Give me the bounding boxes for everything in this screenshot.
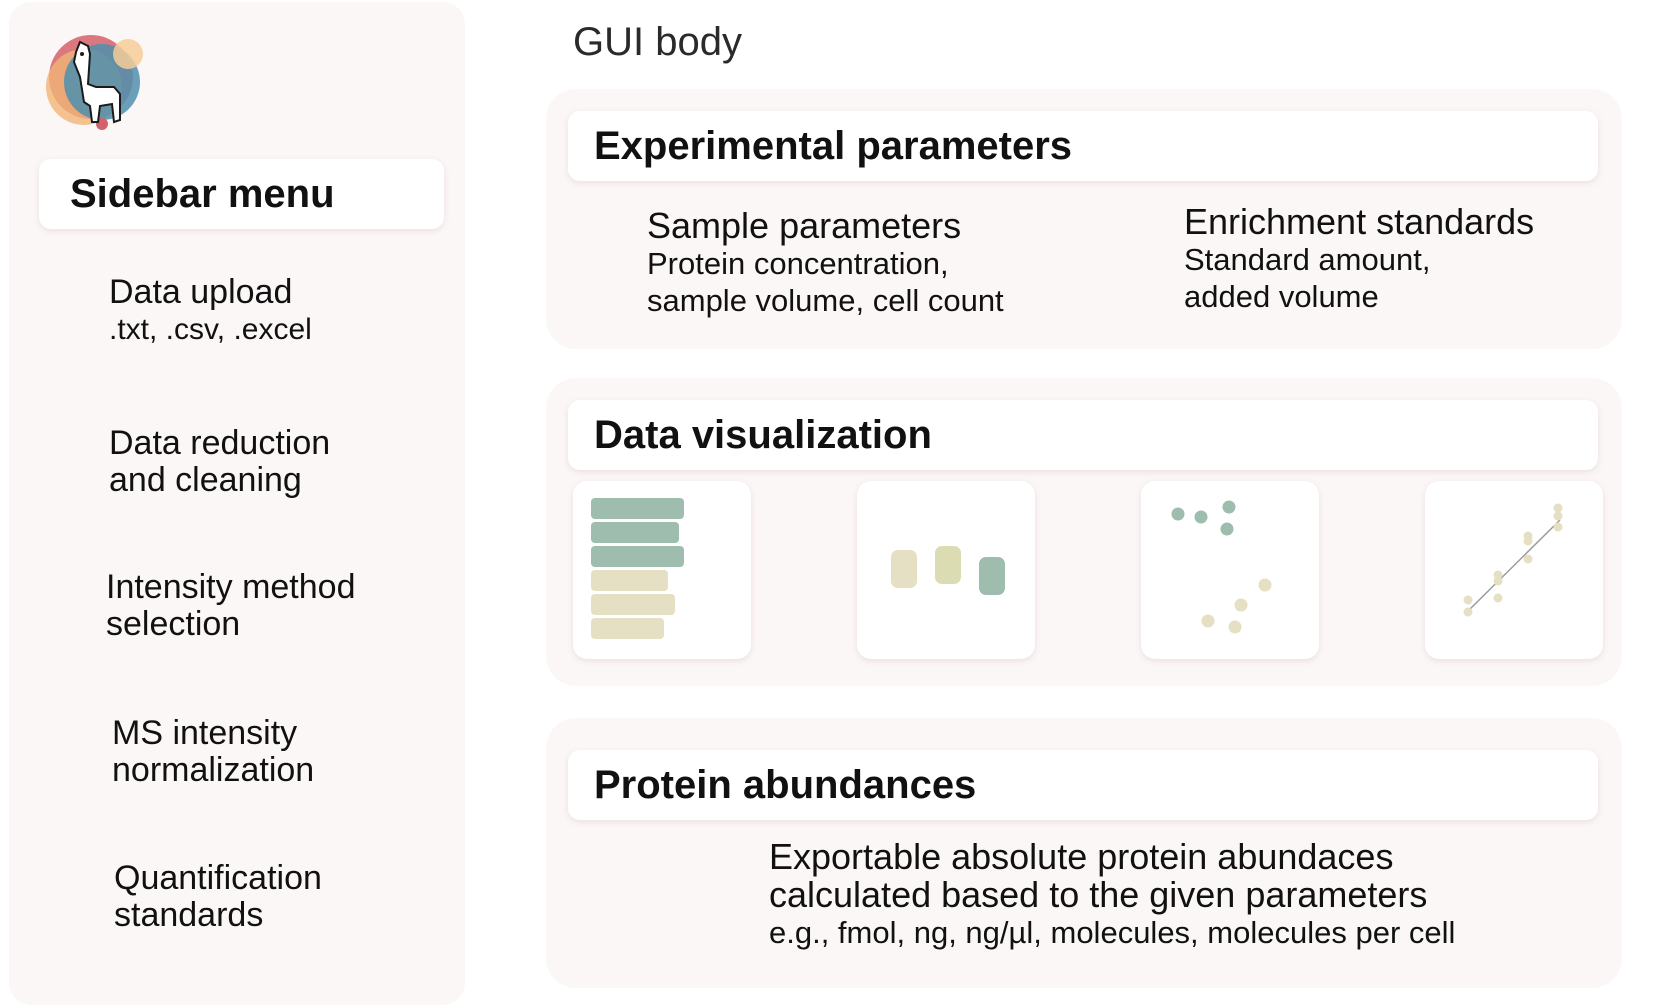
data-visualization-header: Data visualization [568,400,1598,470]
box-plot-icon [857,481,1035,659]
sidebar-item-data-reduction[interactable]: Data reduction and cleaning [109,425,369,499]
sidebar-item-intensity-method[interactable]: Intensity method selection [106,569,426,643]
sidebar-item-label: Intensity method selection [106,568,356,643]
sample-parameters-title: Sample parameters [647,205,962,246]
regression-plot-icon [1425,481,1603,659]
protein-abundances-description: Exportable absolute protein abundaces ca… [769,838,1455,952]
sidebar-item-quant-standards[interactable]: Quantification standards [114,860,374,934]
sidebar-item-label: Data upload [109,273,293,311]
abundances-units: e.g., fmol, ng, ng/µl, molecules, molecu… [769,915,1456,950]
sidebar-item-label: MS intensity normalization [112,714,315,789]
sidebar-item-data-upload[interactable]: Data upload .txt, .csv, .excel [109,274,312,348]
scatter-plot-icon [1141,481,1319,659]
abundances-line-1: Exportable absolute protein abundaces [769,836,1394,877]
sidebar: Sidebar menu Data upload .txt, .csv, .ex… [9,2,465,1005]
gui-body-title: GUI body [573,20,742,64]
experimental-parameters-header: Experimental parameters [568,111,1598,181]
enrichment-standards: Enrichment standards Standard amount, ad… [1184,203,1534,315]
enrichment-standards-title: Enrichment standards [1184,201,1535,242]
sidebar-item-label: Data reduction and cleaning [109,424,331,499]
abundances-line-2: calculated based to the given parameters [769,874,1428,915]
experimental-parameters-card: Experimental parameters [546,89,1622,349]
sidebar-item-ms-normalization[interactable]: MS intensity normalization [112,715,372,789]
protein-abundances-header: Protein abundances [568,750,1598,820]
sample-parameters: Sample parameters Protein concentration,… [647,207,1037,319]
llama-logo-icon [44,32,154,132]
sidebar-title: Sidebar menu [39,159,444,229]
enrichment-standards-desc: Standard amount, added volume [1184,242,1431,314]
bar-chart-icon [573,481,751,659]
sample-parameters-desc: Protein concentration, sample volume, ce… [647,246,1004,318]
protein-abundances-card: Protein abundances [546,718,1622,988]
sidebar-item-label: Quantification standards [114,859,322,934]
sidebar-item-sub: .txt, .csv, .excel [109,313,312,346]
